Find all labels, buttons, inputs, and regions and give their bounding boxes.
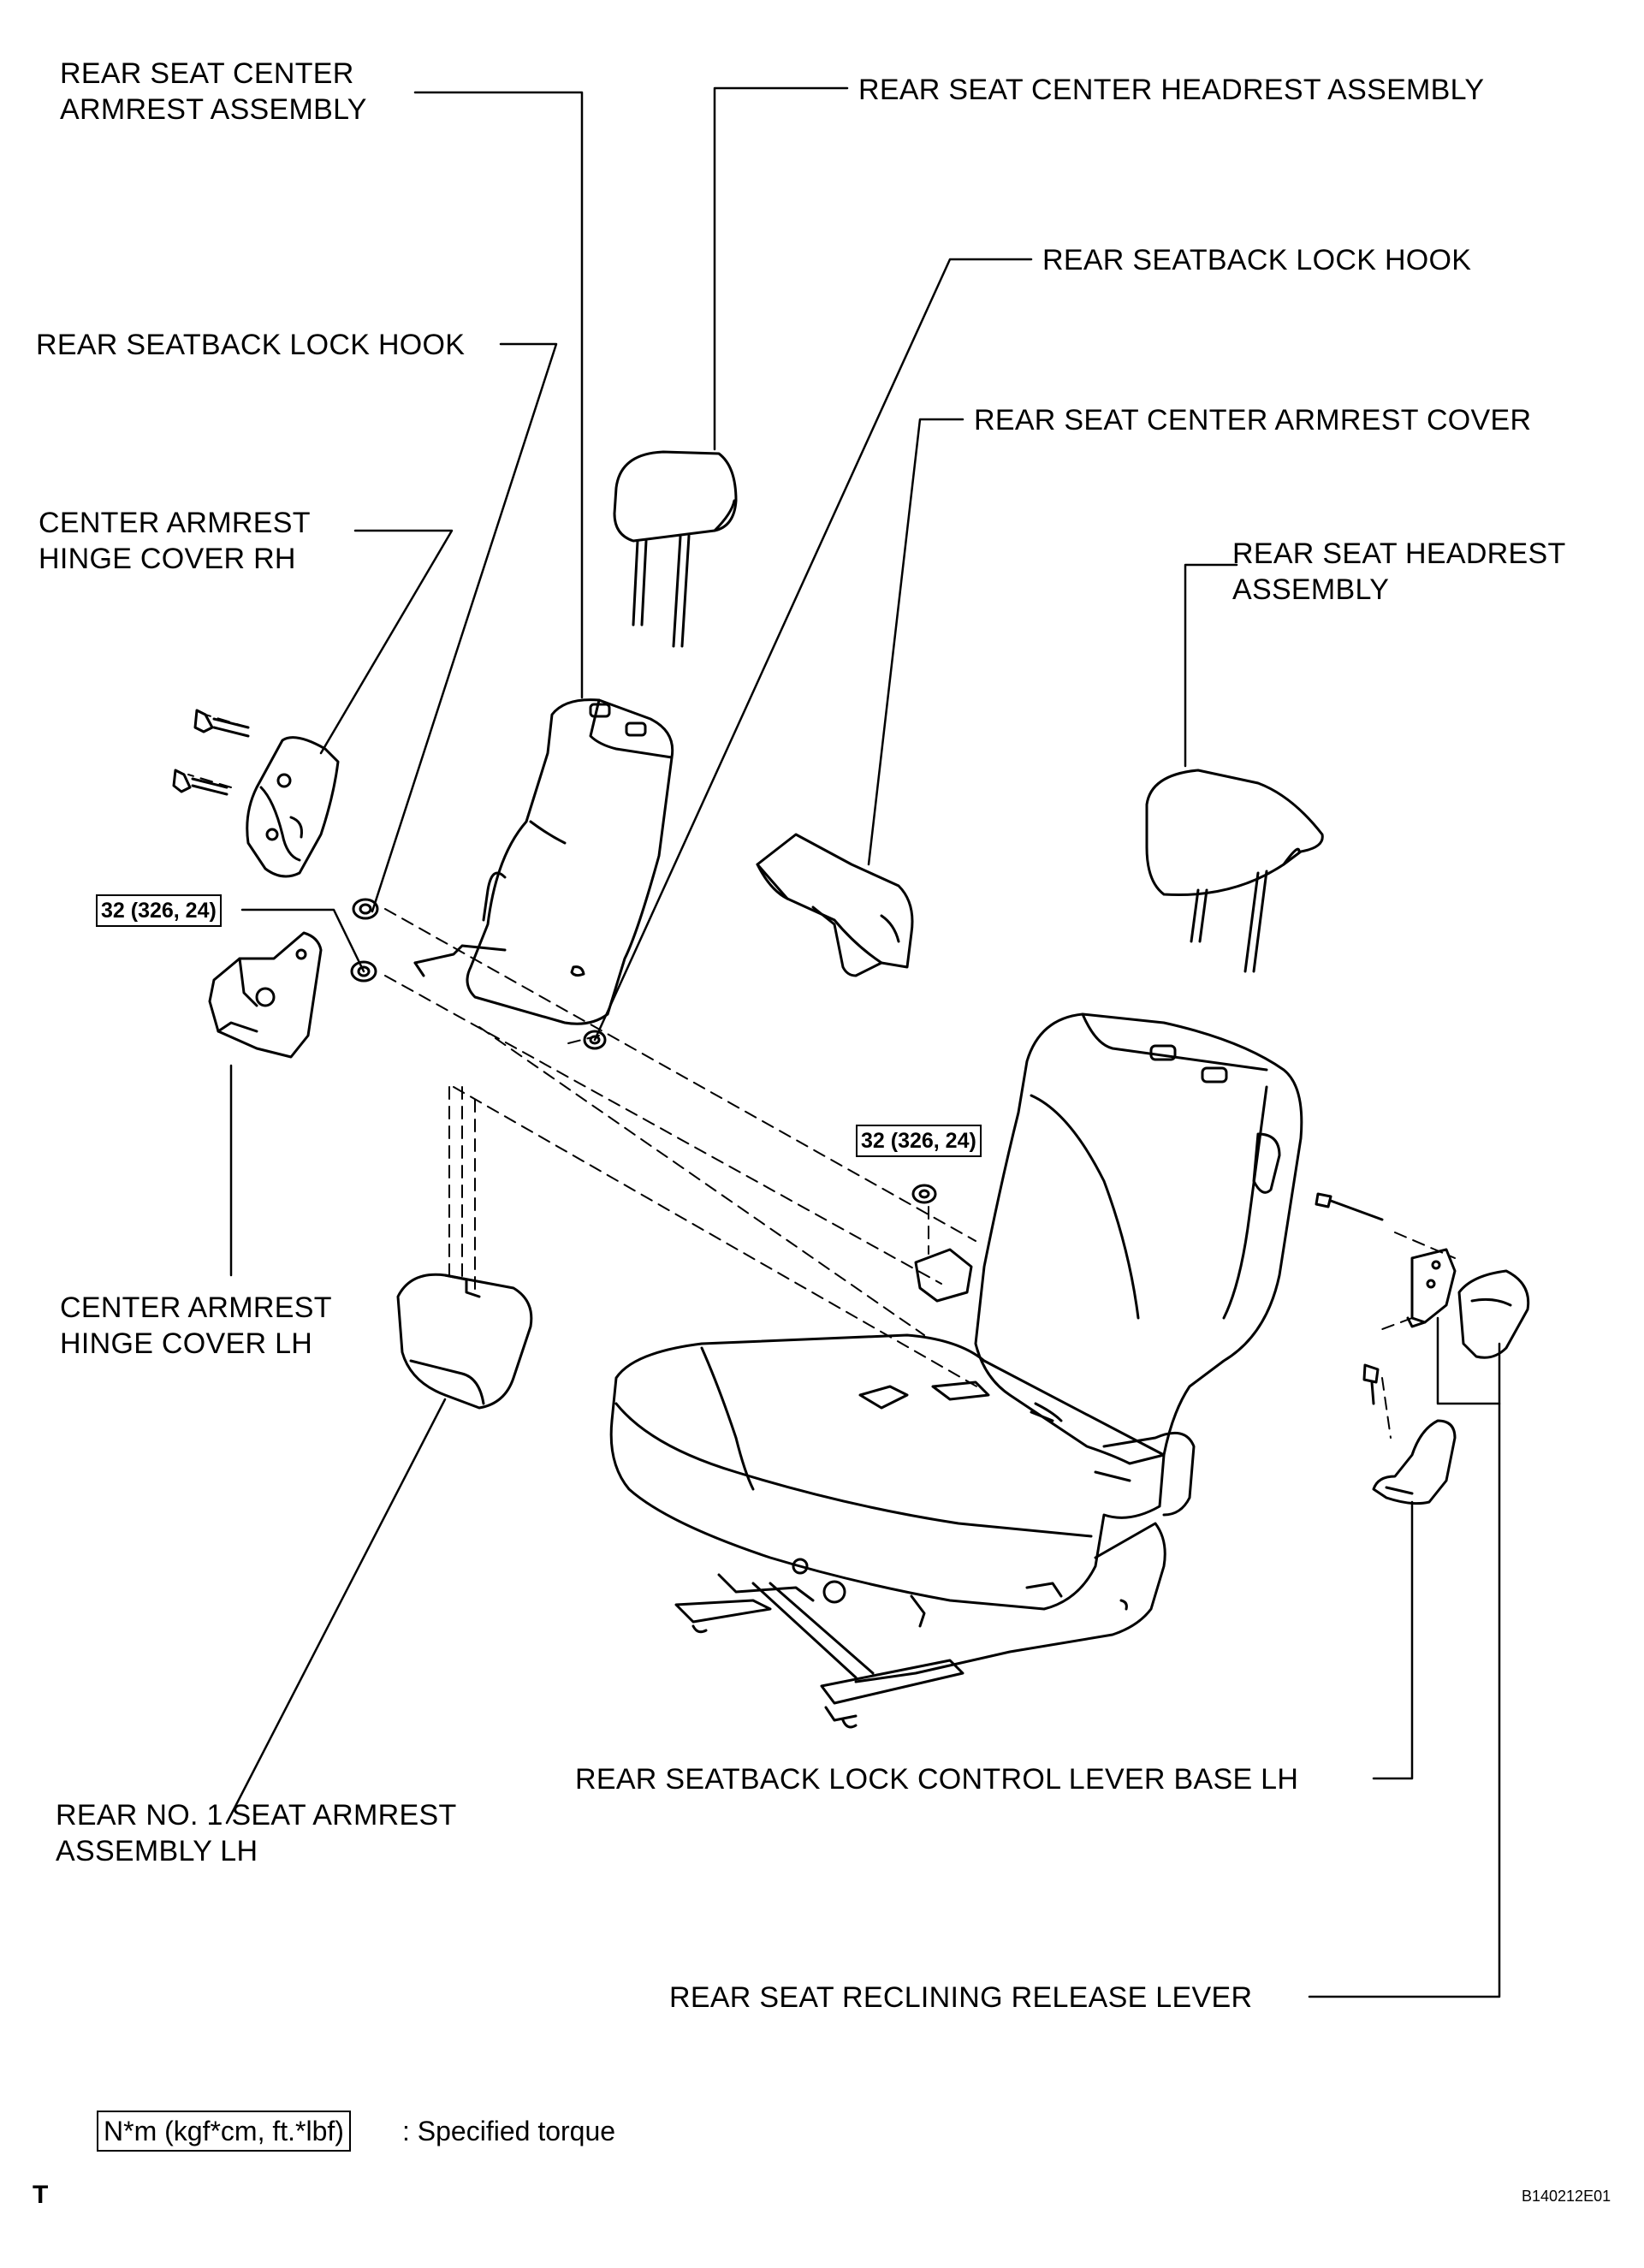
nuts-left: [350, 898, 607, 1050]
leader-lock-hook-left: [371, 342, 558, 913]
hinge-cover-rh-shape: [246, 736, 340, 878]
lever-base-shape: [1362, 1363, 1457, 1505]
seat-cushion-shape: [609, 1333, 1196, 1611]
release-lever-shape: [1315, 1192, 1530, 1359]
legend-torque-text: : Specified torque: [402, 2116, 616, 2146]
leader-hinge-cover-rh: [319, 529, 454, 755]
label-line: ASSEMBLY: [1232, 573, 1390, 606]
label-line: REAR SEAT HEADREST: [1232, 537, 1566, 570]
label-line: CENTER ARMREST: [39, 507, 311, 539]
label-center-armrest-assembly: REAR SEAT CENTER ARMREST ASSEMBLY: [60, 56, 367, 128]
figure-code: B140212E01: [1522, 2188, 1611, 2205]
center-armrest-shape: [413, 698, 674, 1025]
label-center-headrest-assembly: REAR SEAT CENTER HEADREST ASSEMBLY: [858, 74, 1485, 106]
label-line: HINGE COVER LH: [60, 1327, 313, 1360]
leader-release-lever: [1308, 1316, 1501, 1998]
leader-armrest-cover: [867, 418, 964, 866]
leader-lever-base: [1372, 1500, 1414, 1780]
center-nut-shape: [911, 1184, 973, 1303]
label-line: HINGE COVER RH: [39, 543, 296, 575]
corner-mark: T: [33, 2181, 49, 2209]
label-hinge-cover-rh: CENTER ARMREST HINGE COVER RH: [39, 505, 311, 577]
label-reclining-release-lever: REAR SEAT RECLINING RELEASE LEVER: [669, 1981, 1253, 2014]
label-seatback-lock-hook-right: REAR SEATBACK LOCK HOOK: [1042, 244, 1472, 276]
label-seatback-lock-hook-left: REAR SEATBACK LOCK HOOK: [36, 329, 466, 361]
label-lock-control-lever-base-lh: REAR SEATBACK LOCK CONTROL LEVER BASE LH: [575, 1763, 1299, 1796]
label-hinge-cover-lh: CENTER ARMREST HINGE COVER LH: [60, 1290, 332, 1362]
leader-headrest: [1184, 563, 1238, 768]
torque-spec-left: 32 (326, 24): [96, 894, 222, 927]
legend-torque-unit: N*m (kgf*cm, ft.*lbf): [97, 2111, 351, 2152]
leader-lines: [225, 86, 1501, 1998]
label-headrest-assembly: REAR SEAT HEADREST ASSEMBLY: [1232, 536, 1566, 608]
label-line: REAR SEAT CENTER: [60, 57, 354, 90]
seatback-shape: [974, 1012, 1303, 1465]
label-line: ASSEMBLY LH: [56, 1835, 258, 1867]
label-line: CENTER ARMREST: [60, 1291, 332, 1324]
label-line: ARMREST ASSEMBLY: [60, 93, 367, 126]
armrest-cover-shape: [756, 833, 914, 977]
torque-spec-center: 32 (326, 24): [856, 1125, 982, 1157]
leader-torque-left: [240, 908, 365, 973]
bolts-rh: [172, 709, 250, 796]
label-line: REAR NO. 1 SEAT ARMREST: [56, 1799, 457, 1832]
label-center-armrest-cover: REAR SEAT CENTER ARMREST COVER: [974, 404, 1532, 436]
label-armrest-assembly-lh: REAR NO. 1 SEAT ARMREST ASSEMBLY LH: [56, 1797, 457, 1869]
center-headrest-shape: [613, 450, 738, 648]
leader-lock-hook-right: [593, 258, 1033, 1042]
leader-center-headrest: [713, 86, 849, 451]
leader-center-armrest: [413, 91, 584, 699]
armrest-lh-shape: [396, 1273, 533, 1410]
seat-base-shape: [674, 1522, 1166, 1729]
guide-lines: [187, 714, 1456, 1439]
headrest-shape: [1145, 769, 1324, 973]
leader-armrest-lh: [225, 1398, 447, 1825]
hinge-bracket-lh-shape: [208, 931, 323, 1059]
